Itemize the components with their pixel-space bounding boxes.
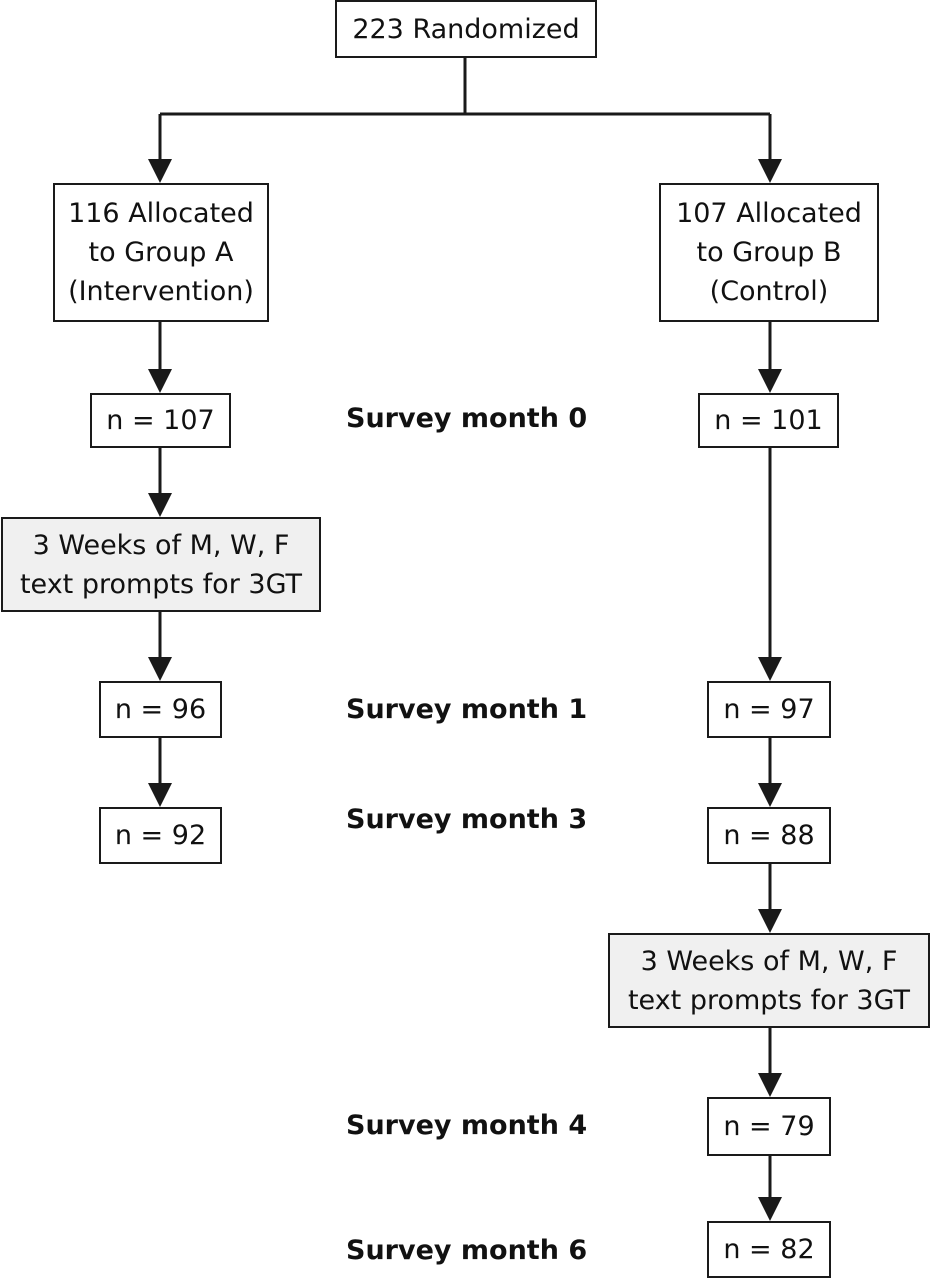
label-survey-month-6: Survey month 6 bbox=[346, 1235, 588, 1266]
box-group-a-intervention: 3 Weeks of M, W, F text prompts for 3GT bbox=[1, 517, 321, 612]
label-survey-month-4: Survey month 4 bbox=[346, 1110, 588, 1141]
box-group-a-month1: n = 96 bbox=[99, 681, 222, 738]
box-group-a-month0: n = 107 bbox=[90, 393, 231, 448]
box-randomized: 223 Randomized bbox=[335, 0, 597, 58]
label-survey-month-1: Survey month 1 bbox=[346, 694, 588, 725]
box-group-b-month0: n = 101 bbox=[698, 393, 839, 448]
box-group-a-allocated: 116 Allocated to Group A (Intervention) bbox=[53, 183, 269, 322]
label-survey-month-0: Survey month 0 bbox=[346, 403, 588, 434]
box-group-b-month4: n = 79 bbox=[707, 1097, 831, 1156]
box-group-b-month3: n = 88 bbox=[707, 807, 831, 864]
box-group-b-month1: n = 97 bbox=[707, 681, 831, 738]
box-group-b-month6: n = 82 bbox=[707, 1221, 831, 1278]
box-group-b-intervention: 3 Weeks of M, W, F text prompts for 3GT bbox=[608, 933, 930, 1028]
label-survey-month-3: Survey month 3 bbox=[346, 804, 588, 835]
box-group-b-allocated: 107 Allocated to Group B (Control) bbox=[659, 183, 879, 322]
box-group-a-month3: n = 92 bbox=[99, 807, 222, 864]
